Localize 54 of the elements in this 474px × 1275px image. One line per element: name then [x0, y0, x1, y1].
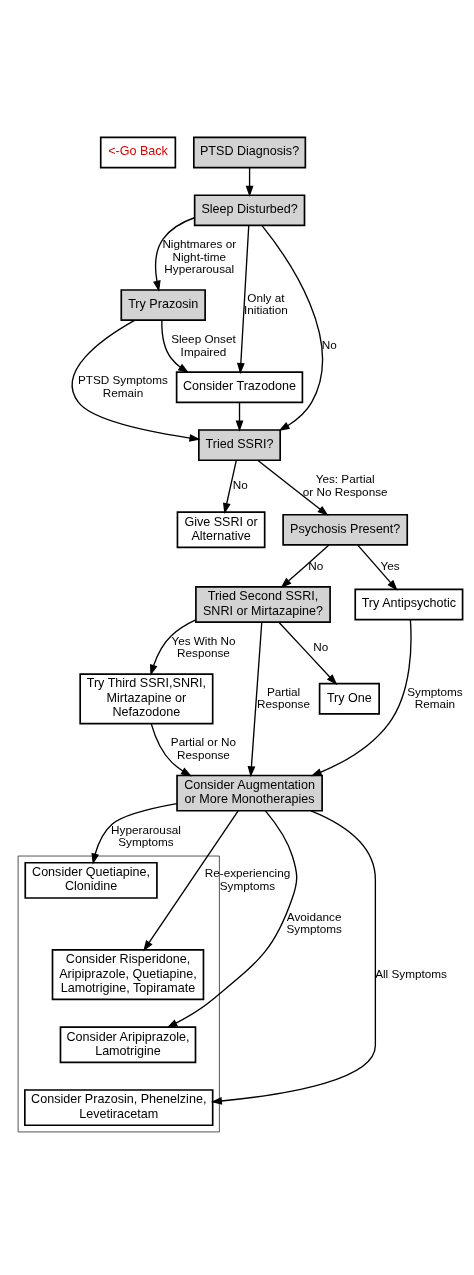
arrow	[277, 620, 338, 685]
arrow	[245, 166, 254, 197]
arrow	[71, 319, 201, 442]
node-box: Consider Risperidone, Aripiprazole, Quetiapine, Lamotrigine, Topiramate	[51, 948, 205, 1000]
node-box: Tried Second SSRI, SNRI or Mirtazapine?	[195, 585, 331, 623]
node-box: Try Third SSRI,SNRI, Mirtazapine or Nefazodone	[79, 672, 214, 724]
arrow	[237, 224, 250, 374]
edge-label: Only at Initiation	[244, 290, 288, 316]
arrow	[91, 802, 178, 865]
node-box: Consider Prazosin, Phenelzine, Levetiracetam	[24, 1088, 214, 1126]
arrow	[357, 543, 398, 591]
arrow	[153, 216, 196, 292]
arrow	[257, 459, 329, 516]
arrow	[166, 809, 298, 1028]
node-box: Try Prazosin	[120, 288, 206, 321]
edge-label: No	[308, 558, 324, 572]
node-box: Consider Trazodone	[175, 370, 304, 403]
node-box: Psychosis Present?	[282, 513, 409, 546]
node-box: Tried SSRI?	[198, 428, 282, 461]
edge-label: Yes With No Response	[171, 633, 236, 659]
arrow	[280, 543, 330, 588]
arrow	[235, 401, 244, 432]
node-box: Try One	[318, 682, 380, 715]
node-box: Consider Quetiapine, Clonidine	[24, 861, 158, 899]
edge-label: PTSD Symptoms Remain	[77, 372, 168, 399]
edge-label: Nightmares or Night-time Hyperarousal	[162, 236, 237, 275]
arrow	[261, 224, 324, 431]
edge-label: Hyperarousal Symptoms	[111, 822, 181, 848]
edge-label: No	[232, 477, 248, 491]
arrow	[143, 809, 239, 951]
edge-label: Partial or No Response	[170, 734, 237, 761]
arrow	[161, 319, 190, 373]
node-box: <-Go Back	[99, 136, 177, 168]
arrow	[150, 618, 197, 676]
node-box: Sleep Disturbed?	[193, 193, 306, 226]
edge-label: No	[313, 639, 329, 653]
edge-label: Partial Response	[257, 684, 310, 710]
arrow	[310, 618, 412, 776]
arrow	[210, 809, 377, 1105]
edge-label: Yes: Partial or No Response	[302, 471, 388, 498]
arrow	[247, 621, 263, 777]
edge-label: All Symptoms	[375, 966, 447, 980]
arrow	[150, 722, 192, 776]
node-box: Consider Aripiprazole, Lamotrigine	[59, 1025, 197, 1063]
edge-label: Sleep Onset Impaired	[171, 331, 236, 358]
edge-label: Yes	[380, 558, 400, 572]
edge-label: Symptoms Remain	[407, 684, 463, 710]
arrow	[223, 459, 237, 514]
edge-label: Avoidance Symptoms	[286, 909, 342, 935]
node-box: Try Antipsychotic	[354, 588, 464, 620]
edge-label: No	[321, 337, 337, 351]
node-box: PTSD Diagnosis?	[192, 136, 307, 168]
node-box: Consider Augmentation or More Monotherapies	[176, 774, 323, 812]
node-box: Give SSRI or Alternative	[176, 510, 266, 548]
